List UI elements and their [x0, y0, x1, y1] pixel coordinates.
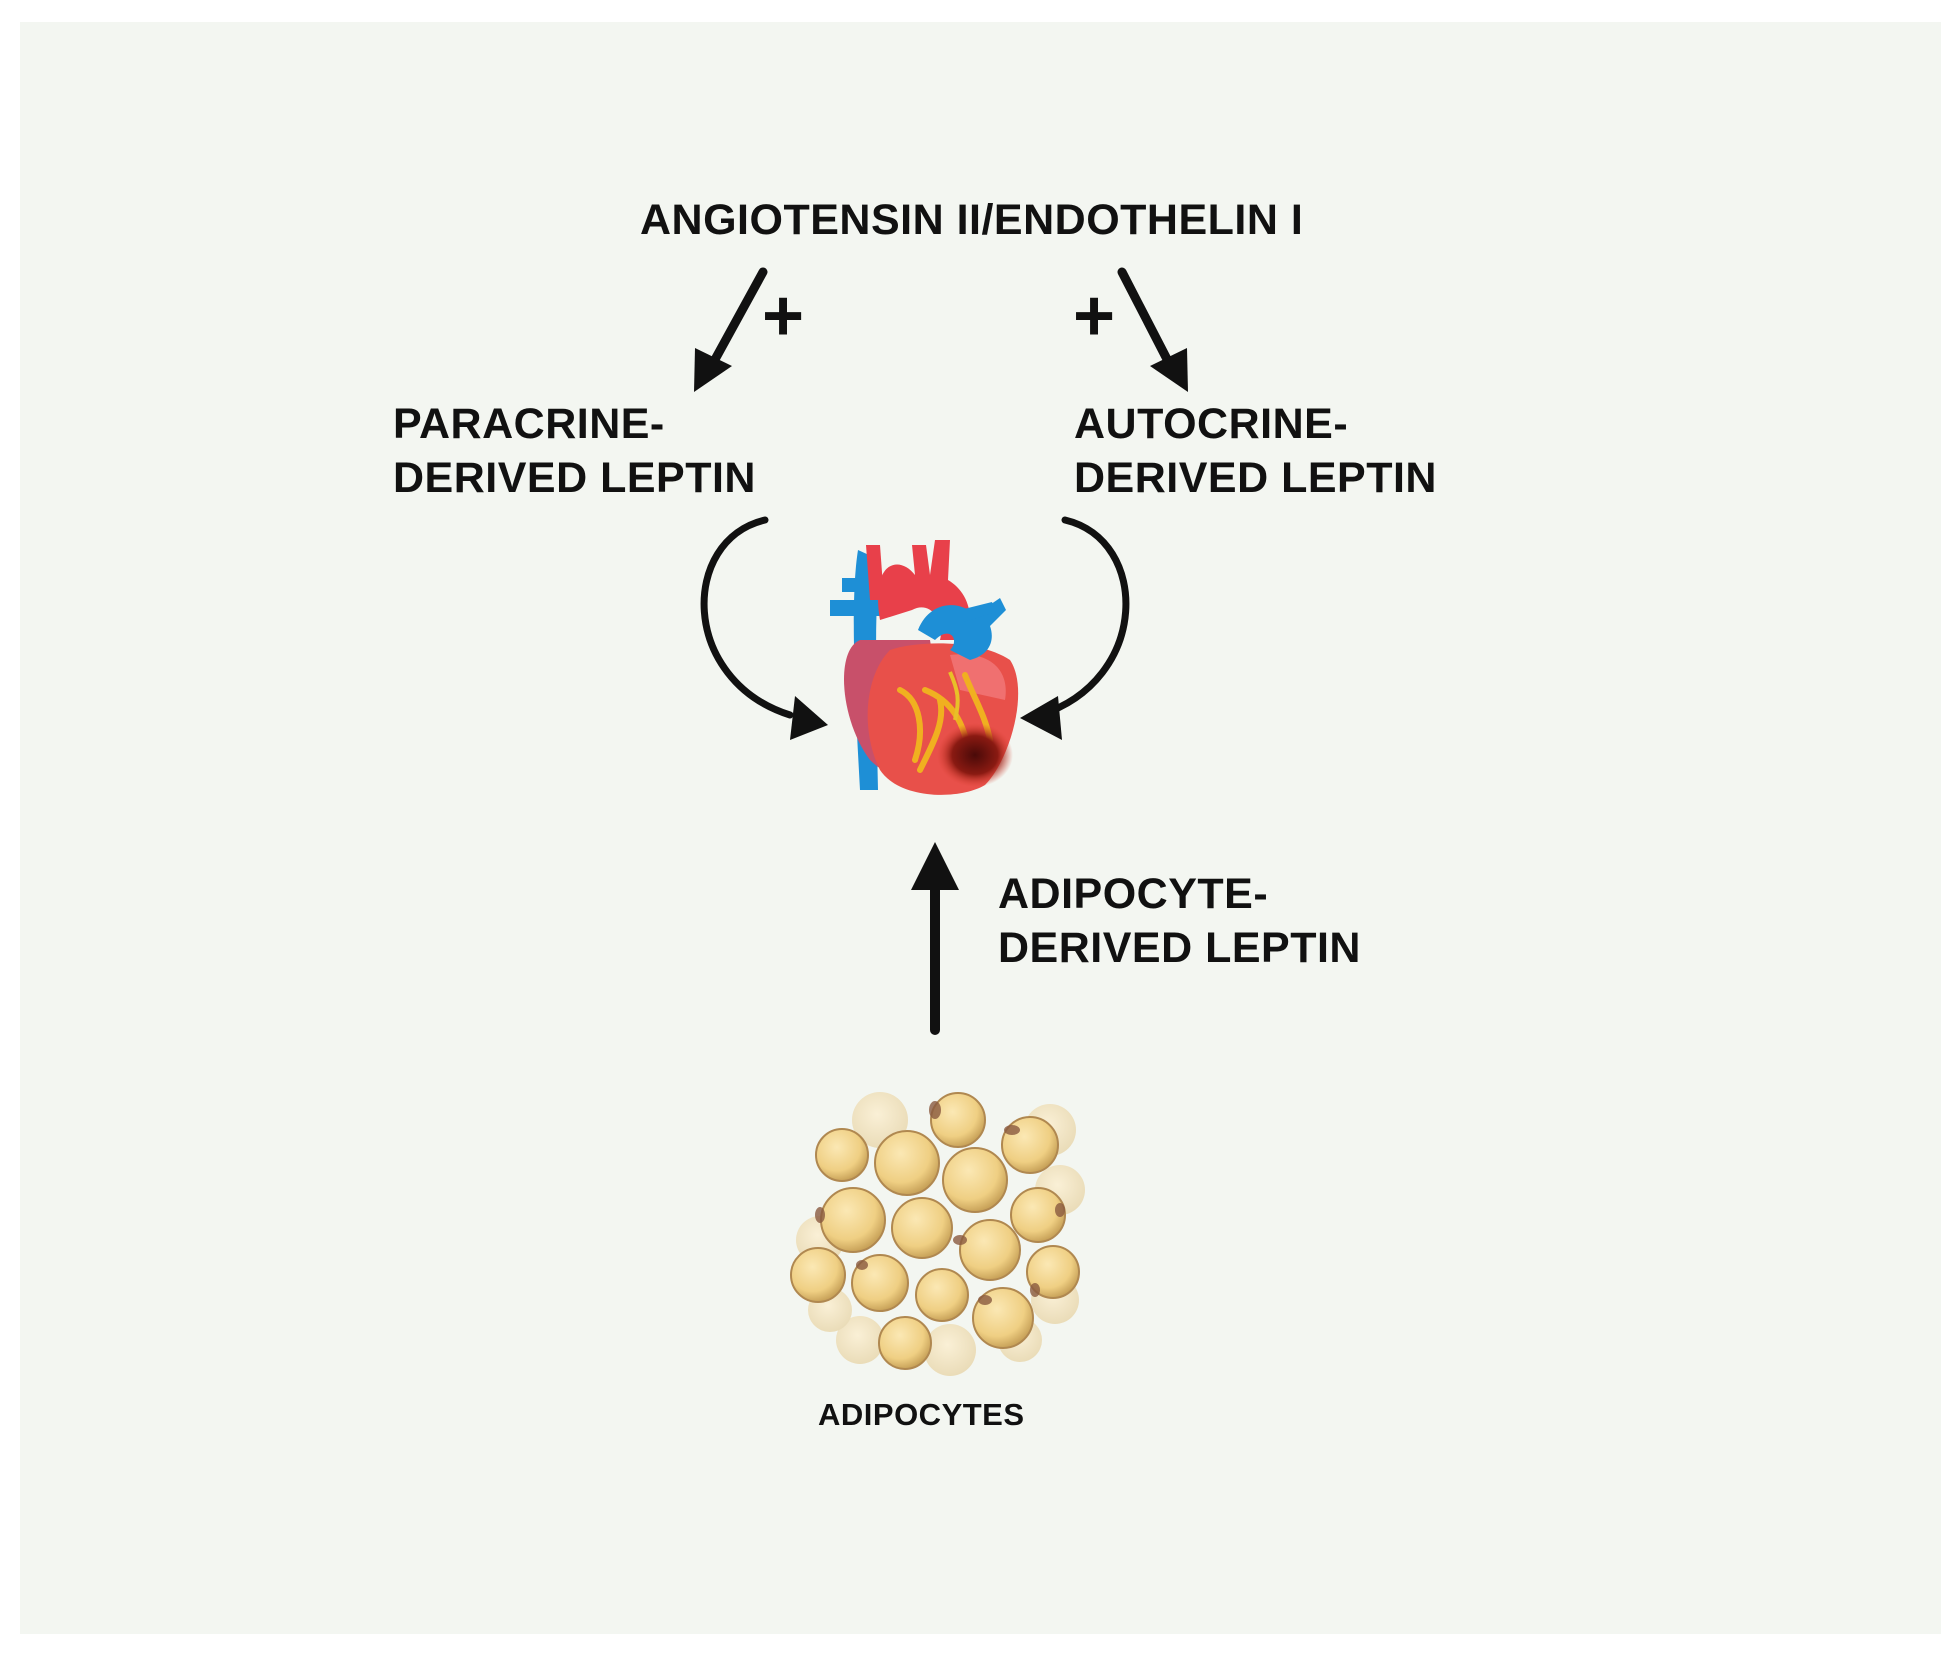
adipocyte-leptin-label: ADIPOCYTE- DERIVED LEPTIN — [998, 867, 1361, 975]
autocrine-leptin-label: AUTOCRINE- DERIVED LEPTIN — [1074, 397, 1437, 505]
paracrine-line-1: PARACRINE- — [393, 400, 665, 448]
curved-arrow-right — [1020, 516, 1130, 740]
heart-icon — [830, 540, 1019, 795]
arrow-to-autocrine — [1117, 267, 1188, 392]
arrow-adipocytes-to-heart — [911, 842, 959, 1035]
adipocytes-label: ADIPOCYTES — [818, 1397, 1025, 1432]
plus-sign-left: + — [762, 276, 804, 356]
adipocyte-leptin-line-2: DERIVED LEPTIN — [998, 924, 1361, 972]
adipocytes-icon — [790, 1092, 1085, 1376]
paracrine-leptin-label: PARACRINE- DERIVED LEPTIN — [393, 397, 756, 505]
angiotensin-endothelin-label: ANGIOTENSIN II/ENDOTHELIN I — [640, 196, 1304, 244]
arrow-to-paracrine — [694, 267, 768, 392]
curved-arrow-left — [700, 516, 828, 740]
autocrine-line-1: AUTOCRINE- — [1074, 400, 1349, 448]
autocrine-line-2: DERIVED LEPTIN — [1074, 454, 1437, 502]
diagram-panel — [20, 22, 1941, 1634]
adipocyte-leptin-line-1: ADIPOCYTE- — [998, 870, 1269, 918]
paracrine-line-2: DERIVED LEPTIN — [393, 454, 756, 502]
plus-sign-right: + — [1073, 276, 1115, 356]
